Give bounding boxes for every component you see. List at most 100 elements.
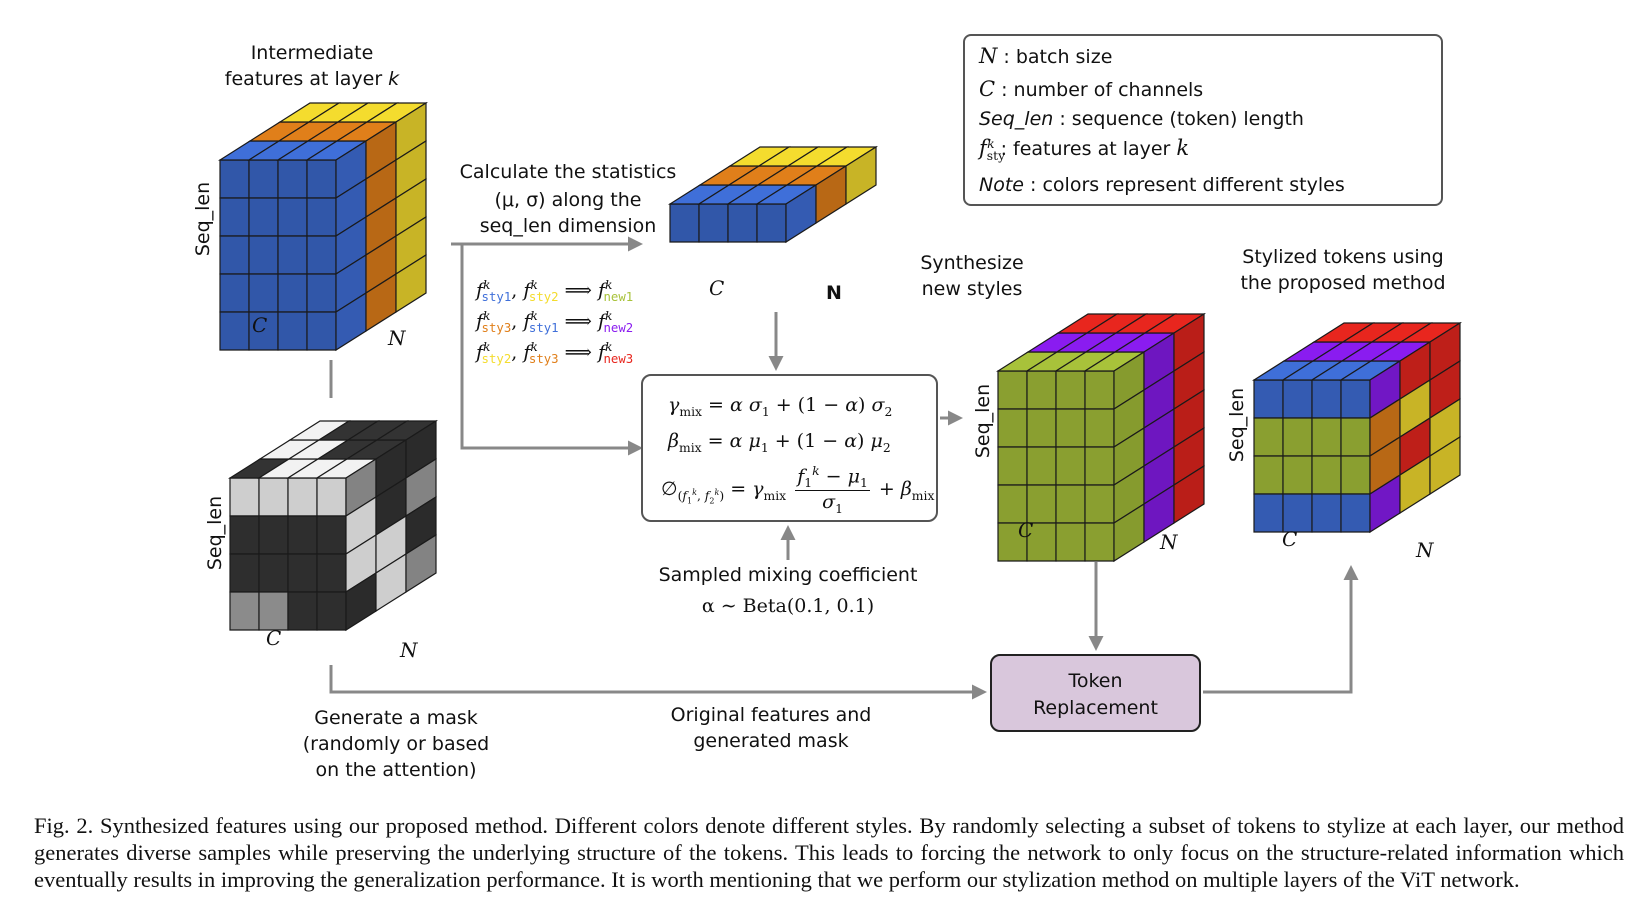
legend-row-note: Note : colors represent different styles [979, 174, 1345, 196]
legend-box: N : batch size C : number of channels Se… [963, 34, 1443, 206]
legend-text-n: : batch size [997, 46, 1113, 68]
cube-front-cell [248, 235, 279, 275]
cube-front-cell [219, 159, 250, 199]
cube-front-cell [1253, 379, 1284, 419]
cube-front-cell [316, 515, 347, 555]
cube-front-cell [287, 553, 318, 593]
arrow-token-to-stylized [1203, 565, 1359, 694]
intermediate-label-line2: features at layer k [212, 66, 412, 92]
cube-side-cell [1173, 464, 1205, 525]
axis-n-label-stats: N [826, 282, 842, 304]
cube-front-cell [229, 477, 260, 517]
cube-front-cell [1026, 408, 1057, 448]
cube-front-cell [698, 203, 729, 243]
axis-c-label-stats: C [709, 276, 725, 300]
stylized-label-line1: Stylized tokens using [1242, 246, 1444, 268]
legend-text-c: : number of channels [995, 79, 1204, 101]
cube-front-cell [1055, 446, 1086, 486]
seq-len-label-2: Seq_len [204, 495, 227, 571]
cube-front-cell [219, 197, 250, 237]
legend-sym-k: k [1176, 136, 1190, 160]
cube-front-cell [248, 197, 279, 237]
cube-front-cell [277, 197, 308, 237]
legend-row-seq: Seq_len : sequence (token) length [979, 108, 1304, 130]
legend-row-c: C : number of channels [979, 77, 1203, 101]
cube-front-cell [997, 370, 1028, 410]
cube-front-cell [219, 311, 250, 351]
legend-row-f: fstyk : features at layer k [979, 136, 1190, 163]
cube-front-cell [1084, 484, 1115, 524]
token-label-line2: Replacement [1033, 697, 1158, 719]
cube-front-cell [1055, 370, 1086, 410]
axis-c-label-3: C [1018, 518, 1034, 542]
cube-front-cell [248, 273, 279, 313]
cube-front-cell [1253, 455, 1284, 495]
mask-label-line1: Generate a mask [314, 707, 478, 729]
calc-label-line2: (μ, σ) along the [494, 189, 642, 211]
cube-front-cell [1282, 379, 1313, 419]
intermediate-label-line1: Intermediate [250, 42, 374, 64]
legend-row-n: N : batch size [979, 44, 1112, 68]
legend-sym-n: N [979, 44, 998, 68]
seq-len-label-3: Seq_len [972, 383, 995, 459]
token-label-line1: Token [1068, 670, 1123, 692]
cube-front-cell [1340, 379, 1371, 419]
legend-text-seq: : sequence (token) length [1053, 108, 1304, 130]
cube-front-cell [1055, 522, 1086, 562]
cube-front-cell [1340, 417, 1371, 457]
cube-front-cell [277, 311, 308, 351]
seq-len-label-1: Seq_len [192, 181, 215, 257]
synth-label-line2: new styles [921, 278, 1023, 300]
cube-front-cell [1084, 522, 1115, 562]
mixing-rule: fksty3, fksty1 ⟹ fknew2 [476, 309, 634, 336]
calc-label-line1: Calculate the statistics [459, 161, 677, 183]
cube-front-cell [1282, 417, 1313, 457]
cube-side-cell [1429, 435, 1461, 496]
cube-front-cell [1084, 370, 1115, 410]
cube-front-cell [229, 553, 260, 593]
mask-label-line2: (randomly or based [302, 733, 490, 755]
cube-front-cell [1340, 455, 1371, 495]
cube-front-cell [229, 515, 260, 555]
stylized-label-line2: the proposed method [1240, 272, 1446, 294]
cube-front-cell [1026, 446, 1057, 486]
cube-front-cell [1253, 417, 1284, 457]
axis-c-label-4: C [1282, 527, 1298, 551]
calc-label-line3: seq_len dimension [479, 215, 657, 237]
cube-front-cell [219, 235, 250, 275]
cube-front-cell [1311, 417, 1342, 457]
phi-formula: ∅(f1k, f2k) = γmix f1k − μ1 σ1 + βmix [661, 464, 935, 516]
cube-front-cell [1340, 493, 1371, 533]
axis-c-label-1: C [252, 313, 268, 337]
cube-front-cell [219, 273, 250, 313]
mixing-rule: fksty1, fksty2 ⟹ fknew1 [476, 278, 634, 305]
gamma-formula: γmix = α σ1 + (1 − α) σ2 [668, 394, 893, 419]
cube-front-cell [287, 591, 318, 631]
cube-front-cell [277, 159, 308, 199]
cube-front-cell [306, 235, 337, 275]
legend-sym-f: f [979, 136, 987, 160]
cube-front-cell [1055, 408, 1086, 448]
arrow-to-formula [460, 244, 643, 456]
cube-front-cell [316, 477, 347, 517]
cube-front-cell [1084, 446, 1115, 486]
formula-box: γmix = α σ1 + (1 − α) σ2 βmix = α μ1 + (… [641, 374, 938, 522]
orig-label-line1: Original features and [670, 704, 872, 726]
cube-front-cell [287, 477, 318, 517]
cube-front-cell [258, 515, 289, 555]
cube-front-cell [258, 477, 289, 517]
cube-front-cell [1311, 379, 1342, 419]
cube-front-cell [1253, 493, 1284, 533]
legend-text-note: : colors represent different styles [1023, 174, 1345, 196]
orig-label-line2: generated mask [693, 730, 849, 752]
cube-side-cell [395, 253, 427, 314]
axis-n-label-4: N [1416, 538, 1434, 562]
cube-front-cell [306, 197, 337, 237]
axis-n-label-3: N [1160, 530, 1178, 554]
axis-c-label-2: C [266, 626, 282, 650]
cube-side-cell [405, 533, 437, 594]
legend-sym-seq: Seq_len [979, 108, 1054, 130]
legend-sym-note: Note [979, 174, 1024, 196]
synth-label-line1: Synthesize [920, 252, 1024, 274]
